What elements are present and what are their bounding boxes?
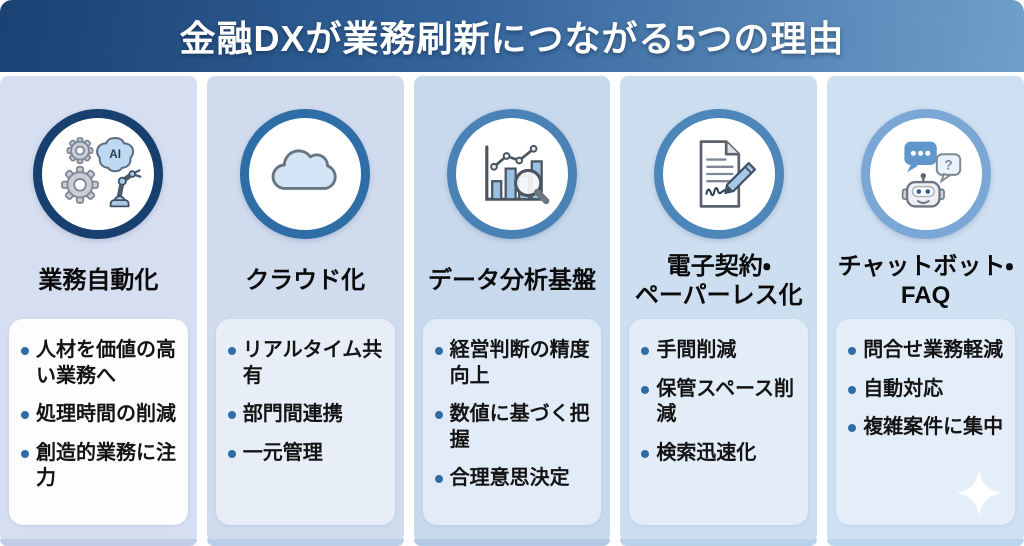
column-title: 業務自動化 xyxy=(38,267,159,295)
bullet-dot xyxy=(641,347,650,355)
bullet-item: 部門間連携 xyxy=(226,402,390,428)
column-accent-bar xyxy=(0,539,197,546)
bullet-dot xyxy=(227,449,236,458)
header-banner: 金融DXが業務刷新につながる5つの理由 xyxy=(0,0,1024,72)
bullet-item: 複雑案件に集中 xyxy=(846,415,1010,441)
columns-row: AI 業務自動化 人材を価値の高 xyxy=(0,76,1024,546)
bullet-dot xyxy=(434,475,443,484)
ai-brain: AI xyxy=(96,137,135,173)
bullet-dot xyxy=(21,449,29,458)
bullet-item: 一元管理 xyxy=(226,441,390,467)
column-automation: AI 業務自動化 人材を価値の高 xyxy=(0,76,197,546)
magnifier xyxy=(514,168,550,205)
chatbot-icon: ? xyxy=(860,109,991,239)
small-gear xyxy=(66,137,94,165)
svg-text:?: ? xyxy=(944,158,952,173)
bullet-card: 手間削減 保管スペース削減 検索迅速化 xyxy=(629,319,809,525)
column-accent-bar xyxy=(206,539,404,546)
bullet-item: 合理意思決定 xyxy=(433,466,597,492)
bullet-item: 処理時間の削減 xyxy=(19,402,183,428)
bullet-dot xyxy=(848,385,857,394)
bullet-item: 問合せ業務軽減 xyxy=(846,338,1010,364)
column-accent-bar xyxy=(620,539,818,546)
column-accent-bar xyxy=(413,539,611,546)
robot-arm xyxy=(110,169,142,208)
column-title: データ分析基盤 xyxy=(427,267,596,295)
bullet-item: 経営判断の精度向上 xyxy=(433,338,597,389)
bullet-dot xyxy=(227,411,236,420)
cloud-icon xyxy=(240,109,371,239)
chat-bubble-dots xyxy=(903,141,937,173)
large-gear xyxy=(61,165,100,204)
bullet-dot xyxy=(848,424,857,433)
signature-squiggle xyxy=(705,186,726,197)
sparkle-icon xyxy=(956,470,1002,516)
bullet-dot xyxy=(641,449,650,458)
svg-text:AI: AI xyxy=(110,148,122,161)
page-title: 金融DXが業務刷新につながる5つの理由 xyxy=(179,18,845,59)
bullet-dot xyxy=(434,347,443,355)
bullet-item: 手間削減 xyxy=(639,338,803,364)
bullet-card: 人材を価値の高い業務へ 処理時間の削減 創造的業務に注力 xyxy=(9,319,188,525)
bullet-item: 創造的業務に注力 xyxy=(19,441,183,492)
column-econtract: 電子契約・ ペーパーレス化 手間削減 保管スペース削減 検索迅速化 xyxy=(620,76,818,546)
bullet-dot xyxy=(21,347,29,355)
column-title: 電子契約・ ペーパーレス化 xyxy=(634,252,803,309)
bullet-dot xyxy=(21,411,29,420)
automation-icon: AI xyxy=(33,109,164,239)
bullet-card: 経営判断の精度向上 数値に基づく把握 合理意思決定 xyxy=(422,319,602,525)
bullet-item: 自動対応 xyxy=(846,377,1010,403)
bullet-item: 保管スペース削減 xyxy=(639,377,803,428)
column-chatbot: ? チャットボット・ xyxy=(827,76,1024,546)
bullet-item: 人材を価値の高い業務へ xyxy=(19,338,183,389)
bullet-dot xyxy=(848,347,857,355)
pen xyxy=(724,162,756,194)
bullet-item: 検索迅速化 xyxy=(639,441,803,467)
chat-bubble-question: ? xyxy=(935,153,961,184)
bullet-card: 問合せ業務軽減 自動対応 複雑案件に集中 xyxy=(836,319,1015,525)
bullet-item: リアルタイム共有 xyxy=(226,338,390,389)
column-title: チャットボット・ FAQ xyxy=(837,252,1014,309)
contract-icon xyxy=(653,109,784,239)
bullet-dot xyxy=(434,411,443,420)
bullet-dot xyxy=(641,385,650,394)
bullet-dot xyxy=(227,347,236,355)
analytics-icon xyxy=(446,109,577,239)
column-analytics: データ分析基盤 経営判断の精度向上 数値に基づく把握 合理意思決定 xyxy=(413,76,611,546)
column-cloud: クラウド化 リアルタイム共有 部門間連携 一元管理 xyxy=(206,76,404,546)
robot-head xyxy=(901,173,945,208)
bullet-card: リアルタイム共有 部門間連携 一元管理 xyxy=(215,319,395,525)
column-title: クラウド化 xyxy=(245,267,366,295)
bullet-item: 数値に基づく把握 xyxy=(433,402,597,453)
column-accent-bar xyxy=(827,539,1024,546)
